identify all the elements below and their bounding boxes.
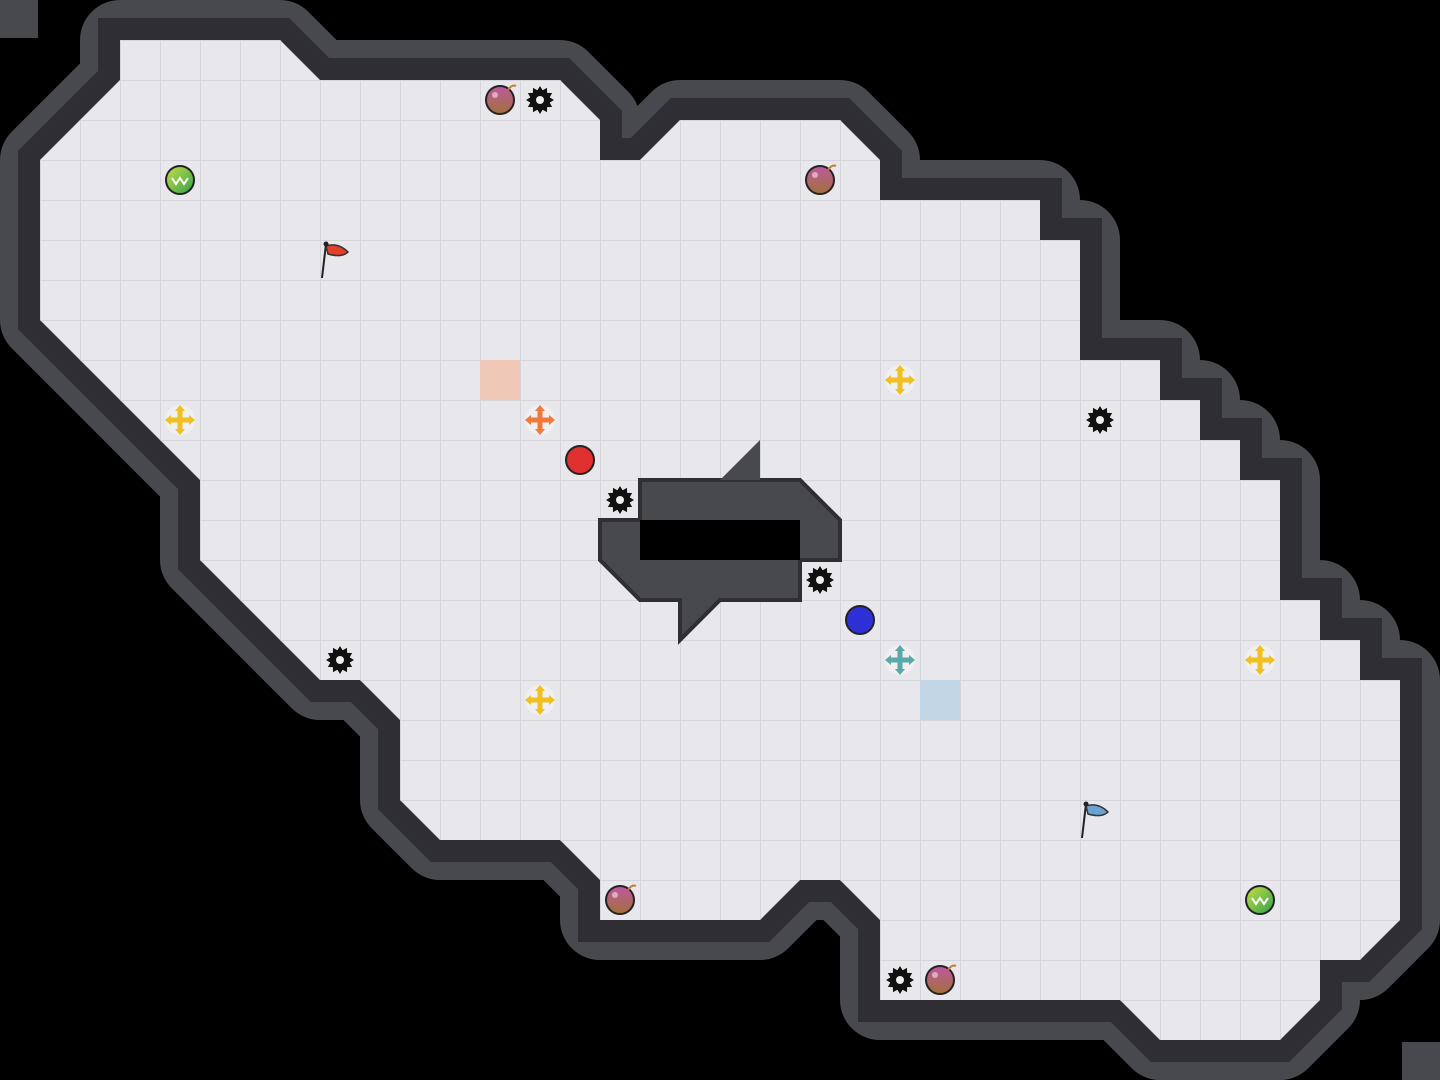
spike-center: [616, 496, 624, 504]
boost-arrow: [535, 429, 545, 435]
bomb-shine: [612, 892, 618, 898]
spike-center: [1096, 416, 1104, 424]
boost-arrow: [525, 695, 531, 705]
inner-wall-spike: [720, 440, 760, 480]
powerup-mark: [1251, 896, 1269, 906]
powerup-icon: [165, 165, 195, 195]
bomb-icon: [805, 164, 837, 195]
boost-arrow: [1255, 669, 1265, 675]
neutral-boost-icon: [1245, 645, 1275, 675]
boost-arrow: [895, 389, 905, 395]
bomb-icon: [605, 884, 637, 915]
spike-icon: [886, 966, 914, 994]
boost-arrow: [909, 655, 915, 665]
blue-player-ball[interactable]: [845, 605, 875, 635]
boost-arrow: [165, 415, 171, 425]
object-layer: [165, 84, 1275, 995]
spike-center: [816, 576, 824, 584]
boost-arrow: [895, 669, 905, 675]
flag-knob: [1083, 801, 1089, 807]
bomb-fuse: [827, 164, 837, 171]
bomb-icon: [485, 84, 517, 115]
red-team-tile: [480, 360, 520, 400]
bomb-fuse: [947, 964, 957, 971]
red-player-ball[interactable]: [565, 445, 595, 475]
boost-arrow: [885, 655, 891, 665]
spike-icon: [526, 86, 554, 114]
flag-cloth: [325, 244, 350, 257]
boost-arrow: [885, 375, 891, 385]
corner-block-bottom-right: [1402, 1042, 1440, 1080]
spike-icon: [606, 486, 634, 514]
powerup-body: [1245, 885, 1275, 915]
flag-knob: [323, 241, 329, 247]
boost-arrow: [1245, 655, 1251, 665]
boost-arrow: [535, 685, 545, 691]
boost-bar-v: [177, 409, 183, 431]
bomb-shine: [932, 972, 938, 978]
flag-cloth: [1085, 804, 1110, 817]
boost-arrow: [175, 429, 185, 435]
bomb-body: [925, 965, 955, 995]
powerup-mark: [171, 176, 189, 186]
boost-bar-v: [897, 649, 903, 671]
boost-arrow: [895, 365, 905, 371]
inner-void: [640, 520, 800, 560]
boost-arrow: [175, 405, 185, 411]
flag-pole: [321, 243, 327, 279]
bomb-body: [485, 85, 515, 115]
bomb-body: [605, 885, 635, 915]
blue-boost-icon: [885, 645, 915, 675]
red-boost-icon: [525, 405, 555, 435]
boost-arrow: [535, 709, 545, 715]
boost-arrow: [535, 405, 545, 411]
boost-arrow: [549, 695, 555, 705]
spike-icon: [1086, 406, 1114, 434]
boost-bar-v: [537, 689, 543, 711]
spike-center: [336, 656, 344, 664]
neutral-boost-icon: [525, 685, 555, 715]
blue-flag-icon: [1081, 801, 1110, 839]
boost-arrow: [525, 415, 531, 425]
bomb-icon: [925, 964, 957, 995]
blue-team-tile: [920, 680, 960, 720]
boost-arrow: [1255, 645, 1265, 651]
neutral-boost-icon: [885, 365, 915, 395]
spike-center: [536, 96, 544, 104]
bomb-body: [805, 165, 835, 195]
powerup-body: [165, 165, 195, 195]
bomb-shine: [812, 172, 818, 178]
spike-icon: [326, 646, 354, 674]
flag-pole: [1081, 803, 1087, 839]
boost-arrow: [549, 415, 555, 425]
red-flag-icon: [321, 241, 350, 279]
bomb-fuse: [627, 884, 637, 891]
spike-icon: [806, 566, 834, 594]
neutral-boost-icon: [165, 405, 195, 435]
boost-arrow: [895, 645, 905, 651]
boost-bar-v: [897, 369, 903, 391]
boost-arrow: [189, 415, 195, 425]
boost-bar-v: [537, 409, 543, 431]
boost-arrow: [1269, 655, 1275, 665]
spike-center: [896, 976, 904, 984]
corner-block-top-left: [0, 0, 38, 38]
bomb-fuse: [507, 84, 517, 91]
boost-arrow: [909, 375, 915, 385]
powerup-icon: [1245, 885, 1275, 915]
bomb-shine: [492, 92, 498, 98]
boost-bar-v: [1257, 649, 1263, 671]
